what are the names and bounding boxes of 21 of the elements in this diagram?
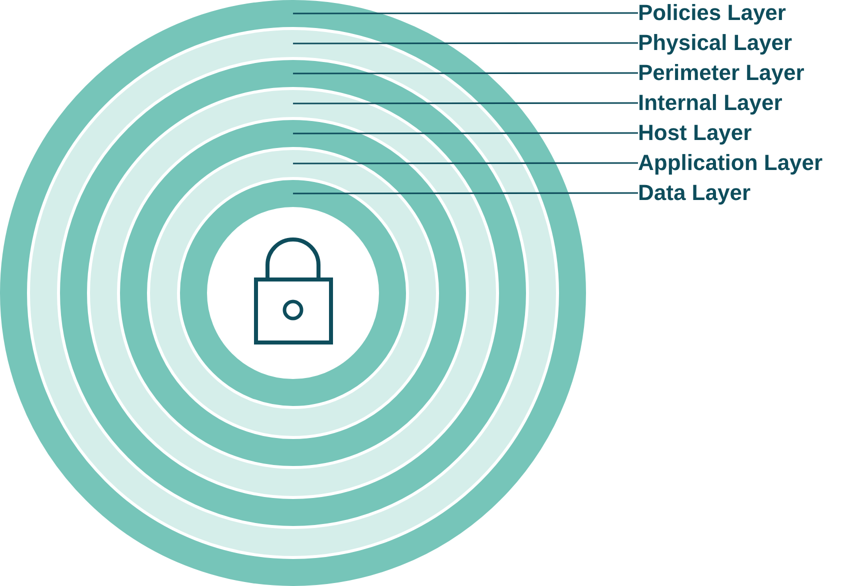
layer-label: Application Layer (638, 150, 823, 176)
layer-label: Perimeter Layer (638, 60, 804, 86)
leader-line (293, 162, 638, 164)
layer-label: Host Layer (638, 120, 752, 146)
concentric-ring (150, 150, 436, 436)
leader-line (293, 12, 638, 14)
leader-line (293, 192, 638, 194)
leader-line (293, 42, 638, 44)
leader-line (293, 72, 638, 74)
concentric-ring (60, 60, 526, 526)
layer-label: Data Layer (638, 180, 751, 206)
leader-line (293, 102, 638, 104)
concentric-ring (0, 0, 586, 586)
layer-label: Policies Layer (638, 0, 786, 26)
concentric-ring (120, 120, 466, 466)
layer-label: Internal Layer (638, 90, 782, 116)
concentric-ring (180, 180, 406, 406)
leader-line (293, 132, 638, 134)
concentric-ring (30, 30, 556, 556)
concentric-ring (90, 90, 496, 496)
layer-label: Physical Layer (638, 30, 792, 56)
